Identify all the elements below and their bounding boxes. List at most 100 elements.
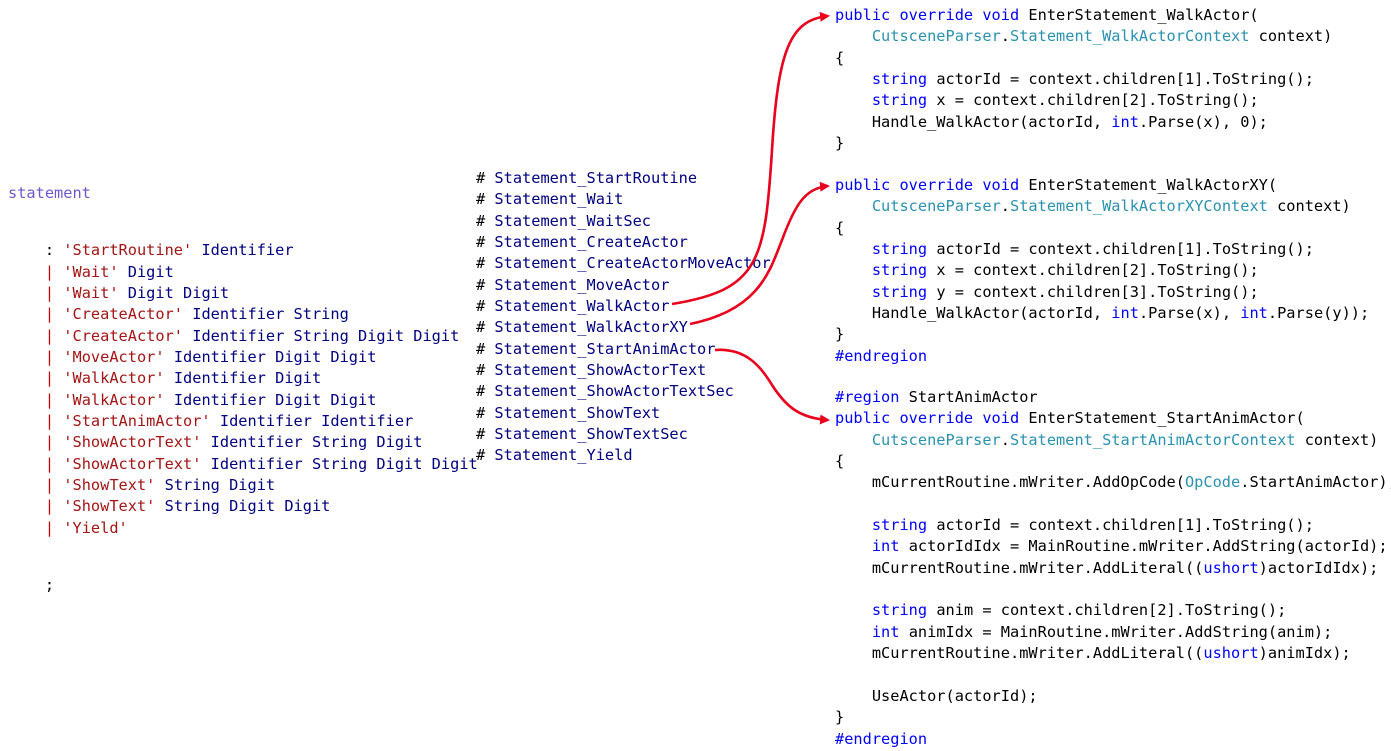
code-line: }: [835, 133, 1332, 154]
code-token: actorId = context.children[1].ToString()…: [927, 70, 1314, 89]
label-hash: #: [476, 318, 495, 337]
label-hash: #: [476, 425, 495, 444]
alternative-label: Statement_Wait: [494, 190, 624, 209]
code-token: x = context.children[2].ToString();: [927, 91, 1259, 110]
alternative-keyword: 'ShowText': [63, 497, 156, 516]
alternative-keyword: 'CreateActor': [63, 326, 184, 345]
code-line: string y = context.children[3].ToString(…: [835, 282, 1369, 303]
code-line: [835, 579, 1391, 600]
alternative-keyword: 'StartRoutine': [63, 241, 193, 260]
alternative-tokens: Identifier String Digit Digit: [210, 454, 478, 473]
grammar-terminator-line: ;: [8, 575, 478, 596]
alternative-separator: |: [44, 284, 55, 303]
grammar-alternative: | 'ShowActorText' Identifier String Digi…: [8, 454, 478, 475]
code-token: ushort: [1203, 644, 1259, 663]
label-hash: #: [476, 275, 495, 294]
alternative-label-line: # Statement_MoveActor: [476, 275, 771, 296]
code-token: [835, 537, 872, 555]
code-token: int: [871, 622, 900, 641]
code-line: UseActor(actorId);: [835, 686, 1391, 707]
code-token: animIdx = MainRoutine.mWriter.AddString(…: [899, 622, 1333, 641]
alternative-tokens: Identifier Digit: [173, 369, 322, 388]
label-hash: #: [476, 211, 495, 230]
code-token: string: [871, 261, 928, 280]
alternative-tokens: Identifier: [201, 241, 294, 260]
code-token: Statement_WalkActorXYContext: [1010, 197, 1268, 216]
alternative-keyword: 'WalkActor': [63, 369, 165, 388]
alternative-separator: |: [44, 454, 55, 473]
code-line: [835, 494, 1391, 515]
alternative-tokens: Identifier Digit Digit: [173, 348, 377, 367]
grammar-alternative: : 'StartRoutine' Identifier: [8, 240, 478, 261]
label-hash: #: [476, 254, 495, 273]
label-hash: #: [476, 297, 495, 316]
grammar-alternative: | 'Wait' Digit Digit: [8, 283, 478, 304]
code-token: int: [1111, 304, 1139, 323]
alternative-label: Statement_CreateActorMoveActor: [494, 254, 771, 273]
code-token: mCurrentRoutine.mWriter.AddOpCode(: [835, 473, 1185, 492]
alternative-separator: |: [44, 412, 55, 431]
alternative-label-line: # Statement_ShowActorTextSec: [476, 381, 771, 402]
code-token: {: [835, 452, 845, 471]
label-hash: #: [476, 169, 495, 187]
code-token: [835, 91, 872, 109]
code-token: [835, 240, 872, 258]
alternative-label-line: # Statement_WaitSec: [476, 211, 771, 232]
code-token: #endregion: [835, 346, 928, 365]
alternative-tokens: String Digit Digit: [164, 497, 331, 516]
code-line: string x = context.children[2].ToString(…: [835, 260, 1369, 281]
code-token: [835, 601, 872, 619]
alternative-label: Statement_ShowText: [494, 403, 661, 422]
code-block-start-anim-actor: #region StartAnimActor public override vo…: [835, 387, 1391, 750]
alternative-keyword: 'Wait': [63, 262, 119, 281]
code-line: public override void EnterStatement_Star…: [835, 408, 1391, 429]
code-token: #region: [835, 388, 900, 406]
alternative-tokens: Identifier String Digit Digit: [192, 326, 460, 345]
code-token: Statement_WalkActorContext: [1010, 27, 1250, 46]
alternative-tokens: String Digit: [164, 476, 276, 495]
alternative-separator: |: [44, 433, 55, 452]
code-line: Handle_WalkActor(actorId, int.Parse(x), …: [835, 303, 1369, 324]
code-token: mCurrentRoutine.mWriter.AddLiteral((: [835, 644, 1204, 663]
code-token: [835, 197, 872, 215]
alternative-label: Statement_WaitSec: [494, 211, 651, 230]
code-line: }: [835, 324, 1369, 345]
code-token: context): [1295, 430, 1379, 449]
grammar-alternative: | 'StartAnimActor' Identifier Identifier: [8, 411, 478, 432]
code-line: CutsceneParser.Statement_WalkActorXYCont…: [835, 196, 1369, 217]
code-token: int: [871, 537, 900, 556]
code-token: [835, 283, 872, 301]
alternative-label: Statement_CreateActor: [494, 233, 688, 252]
code-line: {: [835, 218, 1369, 239]
grammar-alternative: | 'CreateActor' Identifier String: [8, 304, 478, 325]
code-token: StartAnimActor: [899, 388, 1038, 406]
code-token: .Parse(x),: [1138, 304, 1241, 323]
alternative-keyword: 'Wait': [63, 284, 119, 303]
code-token: [835, 623, 872, 641]
code-line: string anim = context.children[2].ToStri…: [835, 600, 1391, 621]
code-token: {: [835, 218, 845, 237]
alternative-keyword: 'ShowActorText': [63, 454, 202, 473]
code-token: .: [1000, 430, 1010, 449]
code-token: .Parse(x), 0);: [1138, 112, 1268, 131]
alternative-separator: |: [44, 497, 55, 516]
alternative-label: Statement_StartRoutine: [494, 169, 698, 187]
code-token: actorIdIdx = MainRoutine.mWriter.AddStri…: [899, 537, 1388, 556]
alternative-label-line: # Statement_Wait: [476, 189, 771, 210]
alternative-separator: |: [44, 369, 55, 388]
code-token: }: [835, 708, 845, 727]
code-token: mCurrentRoutine.mWriter.AddLiteral((: [835, 558, 1204, 577]
code-line: int animIdx = MainRoutine.mWriter.AddStr…: [835, 622, 1391, 643]
label-hash: #: [476, 446, 495, 465]
alternative-keyword: 'ShowActorText': [63, 433, 202, 452]
code-line: int actorIdIdx = MainRoutine.mWriter.Add…: [835, 536, 1391, 557]
alternative-tokens: Digit Digit: [127, 284, 230, 303]
alternative-label: Statement_Yield: [494, 446, 633, 465]
code-token: [835, 516, 872, 534]
code-token: {: [835, 48, 845, 67]
label-hash: #: [476, 233, 495, 252]
code-line: #endregion: [835, 729, 1391, 750]
code-token: Statement_StartAnimActorContext: [1010, 430, 1296, 449]
alternative-labels: # Statement_StartRoutine# Statement_Wait…: [476, 168, 771, 467]
grammar-terminator: ;: [44, 576, 55, 595]
